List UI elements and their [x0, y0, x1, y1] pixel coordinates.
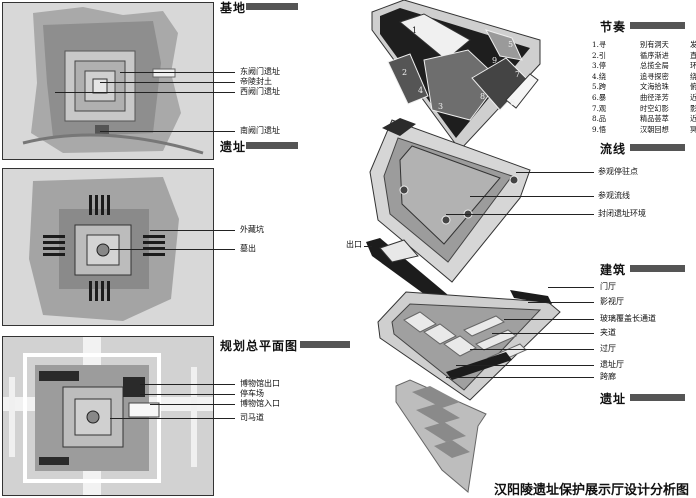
ruins-title: 遗址: [220, 140, 247, 154]
master-plan-drawing: [3, 337, 213, 495]
exit-band: [366, 238, 454, 310]
label-passage: 夹道: [600, 328, 616, 337]
rhythm-row: 2.引循序渐进直视: [592, 50, 696, 60]
main-title: 汉阳陵遗址保护展示厅设计分析图: [494, 483, 690, 498]
flow-title-bar: [630, 144, 685, 151]
ruins-plan-panel: [2, 168, 214, 326]
label-museum-exit: 博物馆出口: [240, 379, 280, 388]
rhythm-title-bar: [630, 22, 685, 29]
label-parking: 停车场: [240, 389, 264, 398]
label-bridge: 跨廊: [600, 372, 616, 381]
leader-sima-road: [110, 418, 235, 419]
label-tomb-exit: 墓出: [240, 244, 256, 253]
label-hall: 过厅: [600, 344, 616, 353]
rhythm-row: 5.跨文海拾珠俯视: [592, 82, 696, 92]
flow-title: 流线: [600, 142, 627, 156]
leader-ruins-hall: [456, 365, 594, 366]
master-plan-panel: [2, 336, 214, 496]
label-glass-corridor: 玻璃覆盖长通道: [600, 314, 656, 323]
label-mound: 帝陵封土: [240, 77, 272, 86]
zone-number-8: 8: [480, 92, 486, 101]
rhythm-row: 1.寻别有洞天发现: [592, 40, 696, 49]
label-exit: 出口: [346, 240, 362, 249]
leader-exit: [364, 246, 372, 247]
ruins-title-bar: [246, 142, 298, 149]
ruins-layer: [395, 379, 487, 493]
leader-parking: [140, 394, 235, 395]
ruins-layer-title: 遗址: [600, 392, 627, 406]
zone-number-4: 4: [418, 86, 424, 95]
building-title-bar: [630, 265, 685, 272]
leader-cinema: [528, 302, 594, 303]
zone-number-7: 7: [515, 70, 521, 79]
flow-layer: [369, 118, 531, 283]
leader-outer-pit: [150, 230, 235, 231]
zone-number-3: 3: [438, 102, 444, 111]
ruins-layer-title-bar: [630, 394, 685, 401]
rhythm-title: 节奏: [600, 20, 627, 34]
rhythm-row: 7.观时空幻影影视: [592, 103, 696, 113]
master-plan-title: 规划总平面图: [220, 339, 299, 353]
label-enclosed-env: 封闭遗址环境: [598, 209, 646, 218]
site-plan-drawing: [3, 3, 213, 159]
master-plan-title-bar: [300, 341, 350, 348]
zone-number-6: 6: [510, 98, 516, 107]
zone-number-5: 5: [508, 40, 514, 49]
zone-number-1: 1: [412, 26, 418, 35]
leader-tomb-exit: [110, 249, 235, 250]
site-title: 基地: [220, 1, 247, 15]
ruins-plan-drawing: [3, 169, 213, 325]
rhythm-row: 8.品精品荟萃近视: [592, 114, 696, 124]
rhythm-row: 9.悟汉朝回想冥想: [592, 124, 696, 134]
rhythm-list: 1.寻别有洞天发现 2.引循序渐进直视 3.停总揽全局环视 4.绕追寻探密绕视 …: [592, 40, 696, 135]
site-title-bar: [246, 3, 298, 10]
label-sima-road: 司马道: [240, 413, 264, 422]
rhythm-row: 3.停总揽全局环视: [592, 61, 696, 71]
label-cinema: 影视厅: [600, 297, 624, 306]
label-ruins-hall: 遗址厅: [600, 360, 624, 369]
leader-hall: [470, 349, 594, 350]
site-plan-panel: [2, 2, 214, 160]
leader-museum-entrance: [150, 404, 235, 405]
leader-east-gate: [120, 72, 235, 73]
label-east-gate: 东阙门遗址: [240, 67, 280, 76]
leader-glass-corridor: [504, 319, 594, 320]
building-layer: [377, 290, 561, 401]
leader-passage: [492, 333, 594, 334]
leader-lobby: [548, 287, 594, 288]
label-museum-entrance: 博物馆入口: [240, 399, 280, 408]
leader-west-gate: [55, 92, 235, 93]
zone-number-2: 2: [402, 68, 408, 77]
leader-stop-point: [516, 172, 594, 173]
leader-south-gate: [100, 131, 235, 132]
rhythm-row: 6.暴曲径泽芳近视: [592, 92, 696, 102]
rhythm-row: 4.绕追寻探密绕视: [592, 71, 696, 81]
label-visit-route: 参观流线: [598, 191, 630, 200]
label-outer-pit: 外藏坑: [240, 225, 264, 234]
label-west-gate: 西阙门遗址: [240, 87, 280, 96]
label-south-gate: 南阙门遗址: [240, 126, 280, 135]
leader-bridge: [446, 377, 594, 378]
zone-number-9: 9: [492, 56, 498, 65]
leader-enclosed-env: [446, 214, 594, 215]
building-title: 建筑: [600, 263, 627, 277]
leader-mound: [100, 82, 235, 83]
label-lobby: 门厅: [600, 282, 616, 291]
label-stop-point: 参观停驻点: [598, 167, 638, 176]
leader-visit-route: [470, 196, 594, 197]
leader-museum-exit: [140, 384, 235, 385]
